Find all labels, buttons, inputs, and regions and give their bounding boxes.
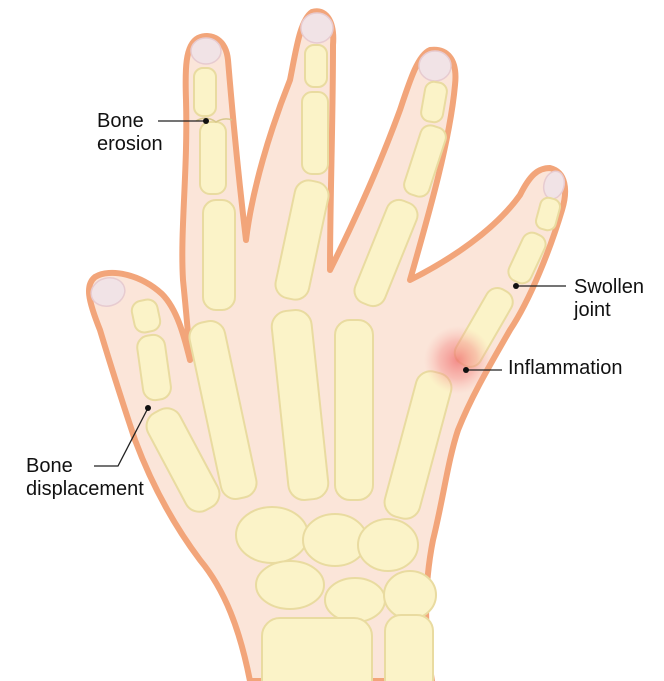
label-swollen-joint: Swollen joint: [574, 276, 644, 322]
label-bone-displacement-line1: Bone: [26, 455, 144, 478]
bone-carpal-1: [236, 507, 308, 563]
bone-carpal-5: [325, 578, 385, 622]
bone-carpal-2: [303, 514, 367, 566]
label-swollen-joint-line2: joint: [574, 299, 644, 322]
bone-carpal-6: [384, 571, 436, 619]
label-bone-displacement: Bone displacement: [26, 455, 144, 501]
inflammation-glow: [424, 326, 492, 394]
bone-middle-middle: [302, 92, 328, 174]
bone-carpal-3: [358, 519, 418, 571]
bone-carpal-4: [256, 561, 324, 609]
label-inflammation-line1: Inflammation: [508, 357, 623, 380]
dot-marker-icon: [203, 118, 209, 124]
bone-ring-metacarpal: [335, 320, 373, 500]
label-bone-displacement-line2: displacement: [26, 478, 144, 501]
bone-middle-distal: [305, 45, 327, 87]
label-swollen-joint-line1: Swollen: [574, 276, 644, 299]
label-bone-erosion: Bone erosion: [97, 110, 163, 156]
dot-marker-icon: [513, 283, 519, 289]
label-bone-erosion-line1: Bone: [97, 110, 163, 133]
label-inflammation: Inflammation: [508, 357, 623, 380]
nail-index: [191, 38, 221, 64]
dot-marker-icon: [145, 405, 151, 411]
label-bone-erosion-line2: erosion: [97, 133, 163, 156]
bone-radius: [262, 618, 372, 681]
nail-middle: [301, 13, 333, 43]
nail-ring: [419, 51, 451, 81]
dot-marker-icon: [463, 367, 469, 373]
bone-index-proximal: [203, 200, 235, 310]
bone-ulna: [385, 615, 433, 681]
bone-index-distal: [194, 68, 216, 116]
bone-index-middle: [200, 122, 226, 194]
